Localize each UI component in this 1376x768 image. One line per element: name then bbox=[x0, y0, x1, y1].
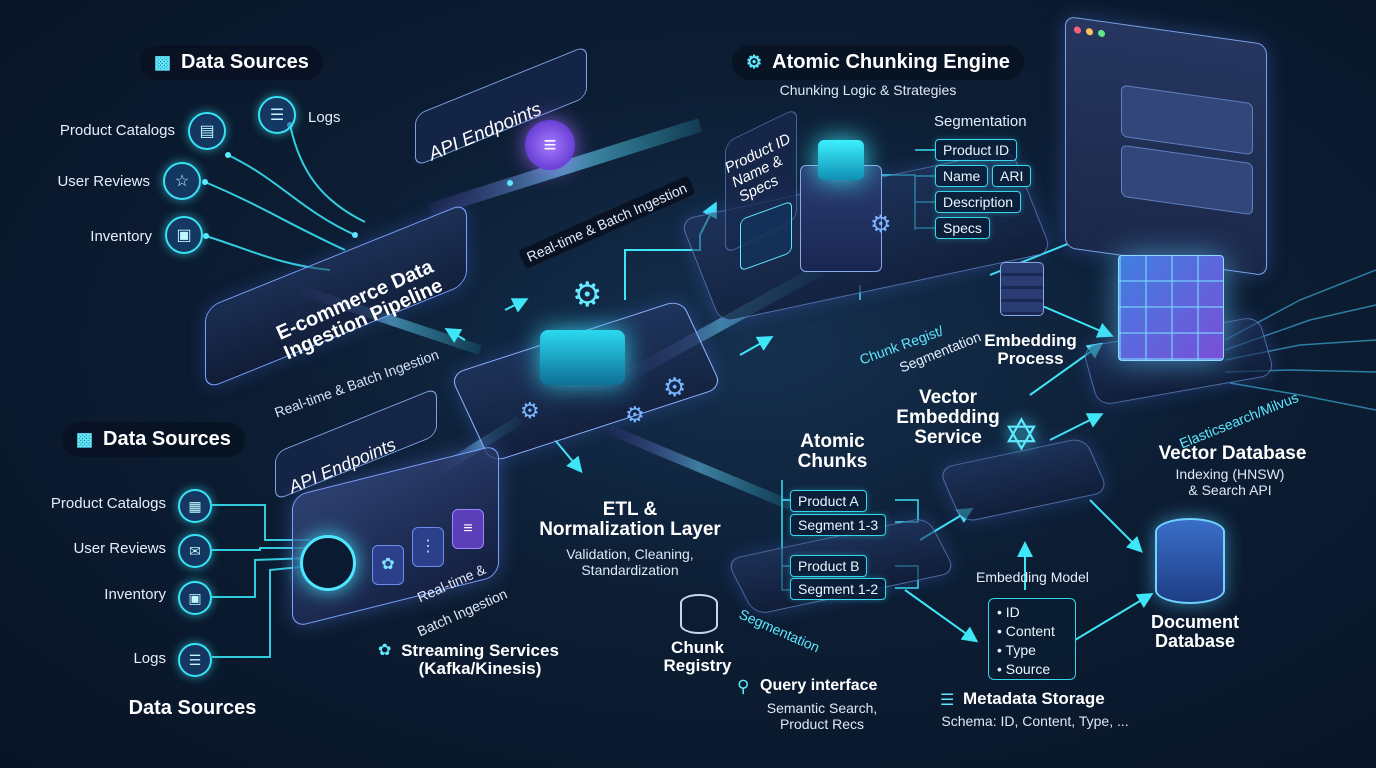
gear-icon: ⚙ bbox=[746, 52, 763, 72]
source-label-user-reviews: User Reviews bbox=[57, 173, 150, 190]
streaming-services-title: Streaming Services (Kafka/Kinesis) bbox=[401, 641, 559, 678]
chunking-engine-heading: ⚙ Atomic Chunking Engine bbox=[732, 45, 1024, 80]
atomic-chunks-title: Atomic Chunks bbox=[797, 431, 868, 472]
chunk-segment-1-3: Segment 1-3 bbox=[790, 514, 887, 536]
source-label-logs: Logs bbox=[308, 109, 341, 126]
vector-db-subtitle: Indexing (HNSW) & Search API bbox=[1175, 466, 1285, 499]
source-label-inventory: Inventory bbox=[90, 228, 152, 245]
data-sources-footer: Data Sources bbox=[128, 697, 257, 719]
metadata-field: • Type bbox=[997, 642, 1036, 658]
list-icon: ☰ bbox=[940, 692, 955, 709]
metadata-field: • Source bbox=[997, 661, 1051, 677]
segment-field-description: Description bbox=[935, 191, 1022, 213]
vector-db-title: Vector Database bbox=[1158, 443, 1307, 464]
database-panel bbox=[1121, 144, 1253, 216]
etl-subtitle: Validation, Cleaning, Standardization bbox=[566, 546, 694, 579]
gear-icon: ⚙ bbox=[625, 402, 645, 427]
document-database-icon bbox=[1155, 518, 1225, 604]
metadata-field: • ID bbox=[997, 604, 1020, 620]
segment-field-product-id: Product ID bbox=[935, 139, 1018, 161]
chunking-engine-subtitle: Chunking Logic & Strategies bbox=[779, 82, 957, 98]
calendar-icon: ▣ bbox=[178, 581, 212, 615]
gear-icon: ⚙ bbox=[663, 372, 687, 402]
chunking-core-chip bbox=[818, 140, 864, 180]
grid-icon: ▦ bbox=[178, 489, 212, 523]
search-icon: ⚲ bbox=[737, 677, 750, 696]
etl-title: ETL & Normalization Layer bbox=[539, 499, 721, 540]
document-panel bbox=[1121, 84, 1253, 156]
gear-icon: ⚙ bbox=[572, 276, 603, 314]
metadata-storage-title: Metadata Storage bbox=[963, 689, 1105, 708]
source-label-logs: Logs bbox=[133, 650, 166, 667]
chat-icon: ✉ bbox=[178, 534, 212, 568]
segmentation-title: Segmentation bbox=[934, 113, 1027, 130]
query-interface-title: Query interface bbox=[760, 677, 878, 694]
vector-index-cube bbox=[1118, 255, 1224, 361]
data-sources-heading-top: ▩ Data Sources bbox=[140, 45, 323, 80]
data-sources-heading-bottom: ▩ Data Sources bbox=[62, 422, 245, 457]
kafka-icon: ✿ bbox=[372, 545, 404, 585]
source-label-product-catalogs: Product Catalogs bbox=[50, 495, 166, 512]
query-interface-subtitle: Semantic Search, Product Recs bbox=[766, 700, 878, 733]
kafka-icon: ⋮ bbox=[412, 527, 444, 567]
metadata-field: • Content bbox=[997, 623, 1055, 639]
polyhedron-icon: ✡ bbox=[1003, 411, 1040, 460]
box-icon: ▣ bbox=[165, 216, 203, 254]
stream-hub-icon: ≡ bbox=[525, 120, 575, 170]
chunk-registry-title: Chunk Registry bbox=[663, 638, 732, 675]
database-icon: ▩ bbox=[154, 52, 172, 72]
metadata-fields-card: • ID • Content • Type • Source bbox=[988, 598, 1076, 680]
chunk-product-a: Product A bbox=[790, 490, 867, 512]
server-icon bbox=[1000, 262, 1044, 316]
database-icon: ▤ bbox=[188, 112, 226, 150]
database-icon: ▩ bbox=[76, 429, 94, 449]
segment-field-name: Name bbox=[935, 165, 989, 187]
database-icon bbox=[680, 594, 718, 634]
chunk-product-b: Product B bbox=[790, 555, 868, 577]
app-window-preview bbox=[1065, 15, 1267, 277]
vector-embedding-title: Vector Embedding Service bbox=[896, 387, 1000, 448]
document-database-title: Document Database bbox=[1150, 612, 1239, 651]
gear-icon: ⚙ bbox=[520, 398, 540, 423]
document-icon: ☰ bbox=[178, 643, 212, 677]
etl-processor-chip bbox=[540, 330, 625, 385]
embedding-model-label: Embedding Model bbox=[976, 569, 1089, 585]
embedding-process-title: Embedding Process bbox=[984, 331, 1077, 368]
source-label-product-catalogs: Product Catalogs bbox=[59, 122, 175, 139]
kafka-icon: ✿ bbox=[378, 642, 392, 659]
log-file-icon: ☰ bbox=[258, 96, 296, 134]
source-label-user-reviews: User Reviews bbox=[73, 540, 166, 557]
segment-field-specs: Specs bbox=[935, 217, 990, 239]
metadata-schema: Schema: ID, Content, Type, ... bbox=[941, 713, 1129, 729]
stream-icon: ≡ bbox=[452, 509, 484, 549]
chunk-segment-1-2: Segment 1-2 bbox=[790, 578, 887, 600]
source-label-inventory: Inventory bbox=[104, 586, 166, 603]
gear-icon: ⚙ bbox=[870, 211, 892, 238]
star-icon: ☆ bbox=[163, 162, 201, 200]
stream-port-icon bbox=[300, 535, 356, 591]
segment-field-ari: ARI bbox=[992, 165, 1032, 187]
